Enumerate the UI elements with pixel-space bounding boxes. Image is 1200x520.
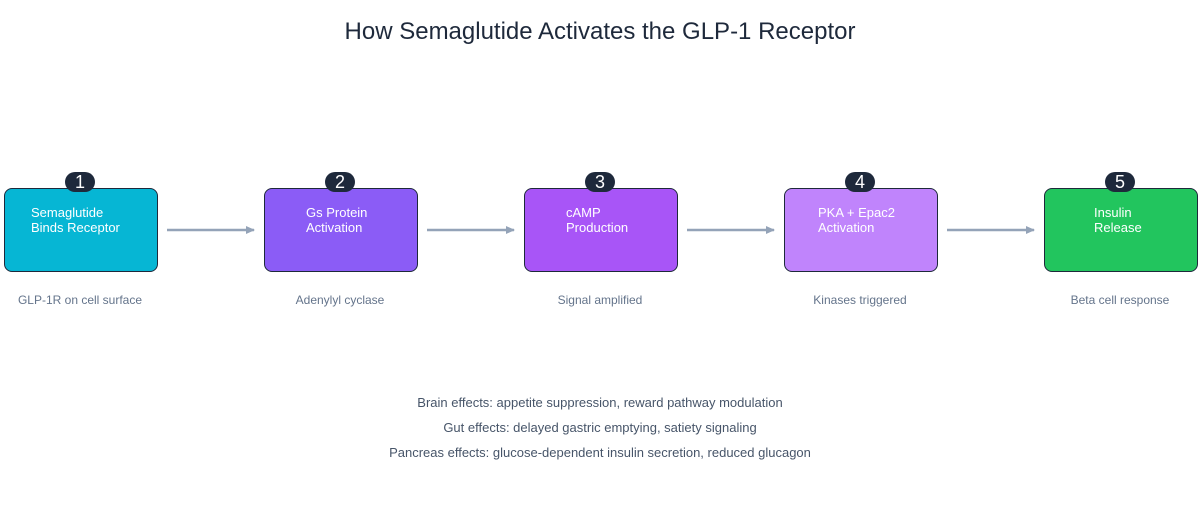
step-5-caption: Beta cell response [1070, 293, 1170, 307]
step-4-caption: Kinases triggered [813, 293, 907, 307]
effect-gut: Gut effects: delayed gastric emptying, s… [443, 420, 757, 435]
step-1-badge: 1 [65, 172, 95, 192]
diagram-title: How Semaglutide Activates the GLP-1 Rece… [344, 18, 856, 45]
step-3-caption: Signal amplified [557, 293, 643, 307]
step-3-label: cAMP Production [566, 205, 629, 235]
step-2-label: Gs Protein Activation [306, 205, 368, 235]
effect-brain: Brain effects: appetite suppression, rew… [417, 395, 783, 410]
step-4-box [784, 188, 938, 272]
step-3-box [524, 188, 678, 272]
step-1-label: Semaglutide Binds Receptor [31, 205, 120, 235]
step-5-box [1044, 188, 1198, 272]
step-1-caption: GLP-1R on cell surface [17, 293, 143, 307]
step-5-label: Insulin Release [1094, 205, 1142, 235]
step-3-badge: 3 [585, 172, 615, 192]
step-4-badge: 4 [845, 172, 875, 192]
effects-summary: Brain effects: appetite suppression, rew… [0, 390, 1200, 465]
effect-pancreas: Pancreas effects: glucose-dependent insu… [389, 445, 811, 460]
step-2-caption: Adenylyl cyclase [295, 293, 385, 307]
step-4-label: PKA + Epac2 Activation [818, 205, 895, 235]
step-5-badge: 5 [1105, 172, 1135, 192]
step-2-badge: 2 [325, 172, 355, 192]
